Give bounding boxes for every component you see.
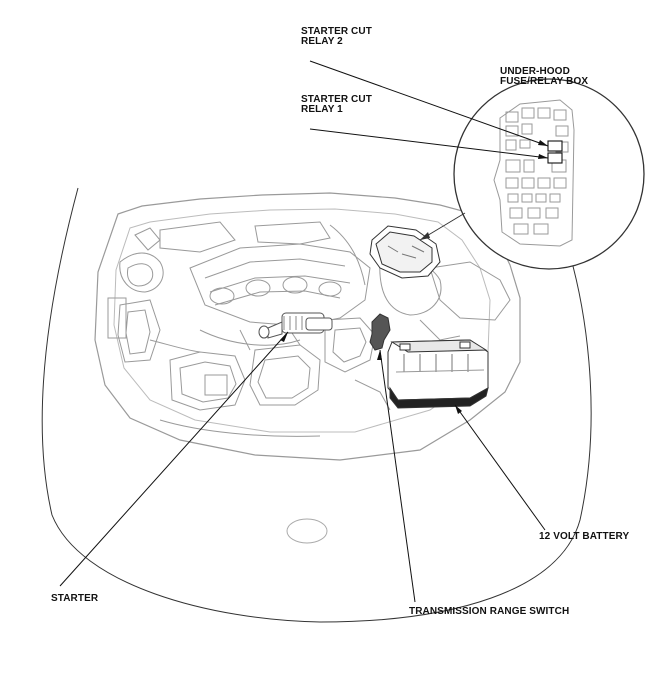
front-emblem-outline (286, 518, 328, 544)
callout-leaders (59, 60, 549, 603)
battery (387, 339, 489, 409)
label-starter-cut-relay-2-line2: RELAY 2 (301, 36, 343, 47)
transmission-range-switch (369, 313, 391, 351)
label-starter: STARTER (51, 593, 99, 604)
label-starter-cut-relay-2: STARTER CUT RELAY 2 (301, 27, 372, 47)
engine-bay-outline (94, 192, 521, 461)
label-under-hood-line2: FUSE/RELAY BOX (500, 76, 589, 87)
label-12-volt-battery: 12 VOLT BATTERY (539, 531, 630, 542)
label-starter-cut-relay-1-line1: STARTER CUT (301, 94, 372, 105)
under-hood-fuse-box (369, 225, 441, 279)
label-starter-cut-relay-1-line2: RELAY 1 (301, 104, 343, 115)
label-under-hood-line1: UNDER-HOOD (500, 66, 570, 77)
vehicle-front-outline (41, 187, 592, 623)
starter-cut-relay-2-box (547, 140, 563, 152)
starter-motor (258, 312, 333, 339)
label-starter-cut-relay-2-line1: STARTER CUT (301, 26, 372, 37)
label-transmission-range-switch: TRANSMISSION RANGE SWITCH (409, 606, 570, 617)
starter-cut-relay-1-box (547, 152, 563, 164)
label-under-hood-fuse-box: UNDER-HOOD FUSE/RELAY BOX (500, 67, 588, 87)
engine-detail (107, 221, 511, 437)
callout-arrowheads (280, 140, 548, 414)
fuse-box-magnified (453, 78, 645, 270)
magnify-leader-arrow (420, 232, 430, 240)
label-starter-cut-relay-1: STARTER CUT RELAY 1 (301, 95, 372, 115)
